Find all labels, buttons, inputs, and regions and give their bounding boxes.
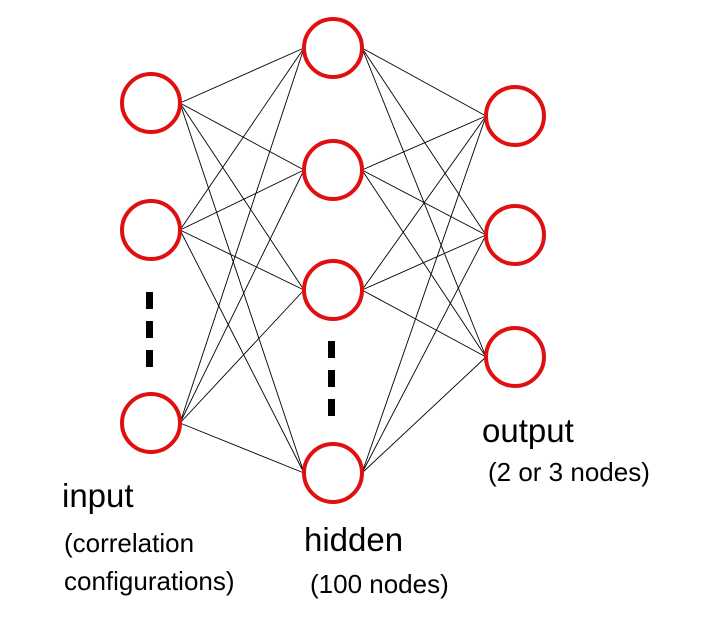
input-node-3 (120, 392, 182, 454)
output-node-3 (484, 326, 546, 388)
hidden-layer-subtitle: (100 nodes) (310, 569, 449, 599)
hidden-node-3 (302, 259, 364, 321)
hidden-node-4 (302, 442, 364, 504)
hidden-node-2 (302, 139, 364, 201)
input-ellipsis (146, 292, 153, 367)
ellipsis-dash (328, 341, 335, 358)
hidden-output-connection (361, 47, 487, 236)
input-layer-description-line2: configurations) (64, 566, 235, 596)
input-node-1 (120, 72, 182, 134)
input-hidden-connection (179, 102, 305, 171)
hidden-output-connection (361, 234, 487, 291)
input-layer-description-line1: (correlation (64, 528, 194, 558)
input-hidden-connection (179, 229, 305, 474)
ellipsis-dash (146, 350, 153, 367)
input-hidden-connection (179, 102, 305, 474)
hidden-output-connection (361, 289, 487, 358)
output-layer-subtitle: (2 or 3 nodes) (488, 457, 650, 487)
output-node-2 (484, 204, 546, 266)
output-node-1 (484, 85, 546, 147)
ellipsis-dash (146, 292, 153, 309)
ellipsis-dash (328, 370, 335, 387)
hidden-node-1 (302, 17, 364, 79)
hidden-output-connection (361, 115, 487, 474)
input-hidden-connection (179, 169, 305, 231)
hidden-output-connection (361, 356, 487, 474)
input-hidden-connection (179, 169, 305, 424)
output-layer-title: output (482, 412, 574, 449)
hidden-output-connection (361, 169, 487, 358)
hidden-output-connection (361, 234, 487, 474)
input-hidden-connection (179, 47, 305, 231)
hidden-layer-title: hidden (304, 521, 403, 558)
input-hidden-connection (179, 289, 305, 424)
input-hidden-connection (179, 102, 305, 291)
hidden-output-connection (361, 115, 487, 291)
ellipsis-dash (328, 399, 335, 416)
input-hidden-connection (179, 422, 305, 474)
input-hidden-connection (179, 47, 305, 104)
input-node-2 (120, 199, 182, 261)
hidden-output-connection (361, 115, 487, 171)
hidden-output-connection (361, 47, 487, 117)
nodes (120, 17, 546, 504)
ellipsis-dash (146, 321, 153, 338)
input-layer-title: input (62, 477, 134, 514)
hidden-ellipsis (328, 341, 335, 416)
input-hidden-connection (179, 229, 305, 291)
input-hidden-connection (179, 47, 305, 424)
connections (179, 47, 487, 474)
